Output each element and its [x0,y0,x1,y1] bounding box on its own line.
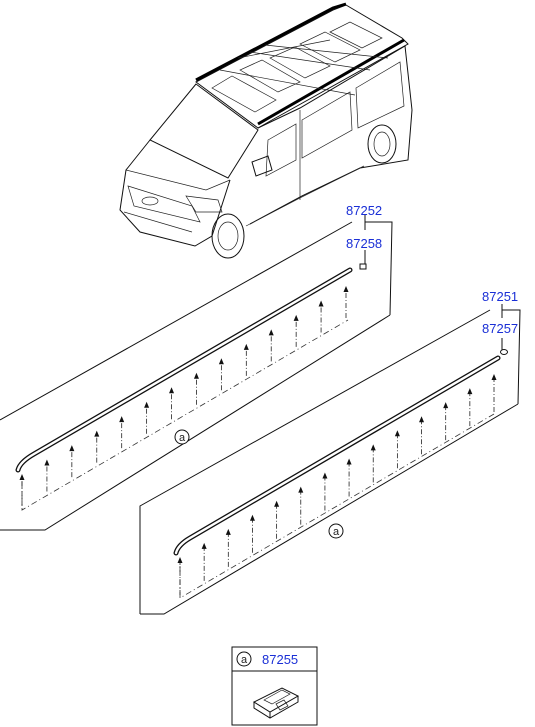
clip-arrow-head [243,343,249,350]
callout-a-lower[interactable]: a [328,523,344,539]
van-illustration [119,2,413,259]
clip-arrow-head [44,459,50,466]
callout-a-upper[interactable]: a [174,429,190,445]
clip-arrow-head [144,401,150,408]
callout-a-legend: a [241,654,248,666]
clip-arrow-head [193,372,199,379]
clip-arrow-head [69,445,75,452]
upper-molding-group [0,215,393,531]
clip-arrow-head [298,486,304,493]
part-number-87257[interactable]: 87257 [482,321,518,336]
clip-arrow-head [225,528,231,535]
clip-arrow-head [218,358,224,365]
part-number-87258[interactable]: 87258 [346,236,382,251]
clip-arrow-head [443,402,449,409]
part-number-87252[interactable]: 87252 [346,203,382,218]
clip-arrow-head [370,444,376,451]
clip-arrow-head [419,416,425,423]
part-number-87255[interactable]: 87255 [262,652,298,667]
clip-arrow-head [249,514,255,521]
svg-text:a: a [179,432,186,444]
clip-arrow-head [346,458,352,465]
lower-clip-arrows [177,374,497,595]
clip-arrow-head [318,300,324,307]
clip-arrow-head [274,500,280,507]
svg-text:a: a [333,526,340,538]
retaining-clip-icon [252,687,300,719]
clip-arrow-head [94,430,100,437]
clip-arrow-head [201,542,207,549]
clip-arrow-head [177,557,183,563]
clip-arrow-head [322,472,328,479]
clip-arrow-head [169,387,175,394]
clip-arrow-head [343,286,349,292]
clip-arrow-head [119,416,125,423]
clip-legend-box: a 87255 [231,646,318,726]
clip-87258-icon [359,263,367,270]
clip-arrow-head [394,430,400,437]
clip-arrow-head [293,314,299,321]
clip-arrow-head [268,329,274,336]
clip-arrow-head [491,374,497,380]
lower-molding-group [139,304,521,615]
upper-clip-arrows [19,286,349,506]
clip-arrow-head [19,474,25,480]
clip-87257-icon [500,349,508,355]
part-number-87251[interactable]: 87251 [482,289,518,304]
clip-arrow-head [467,388,473,395]
